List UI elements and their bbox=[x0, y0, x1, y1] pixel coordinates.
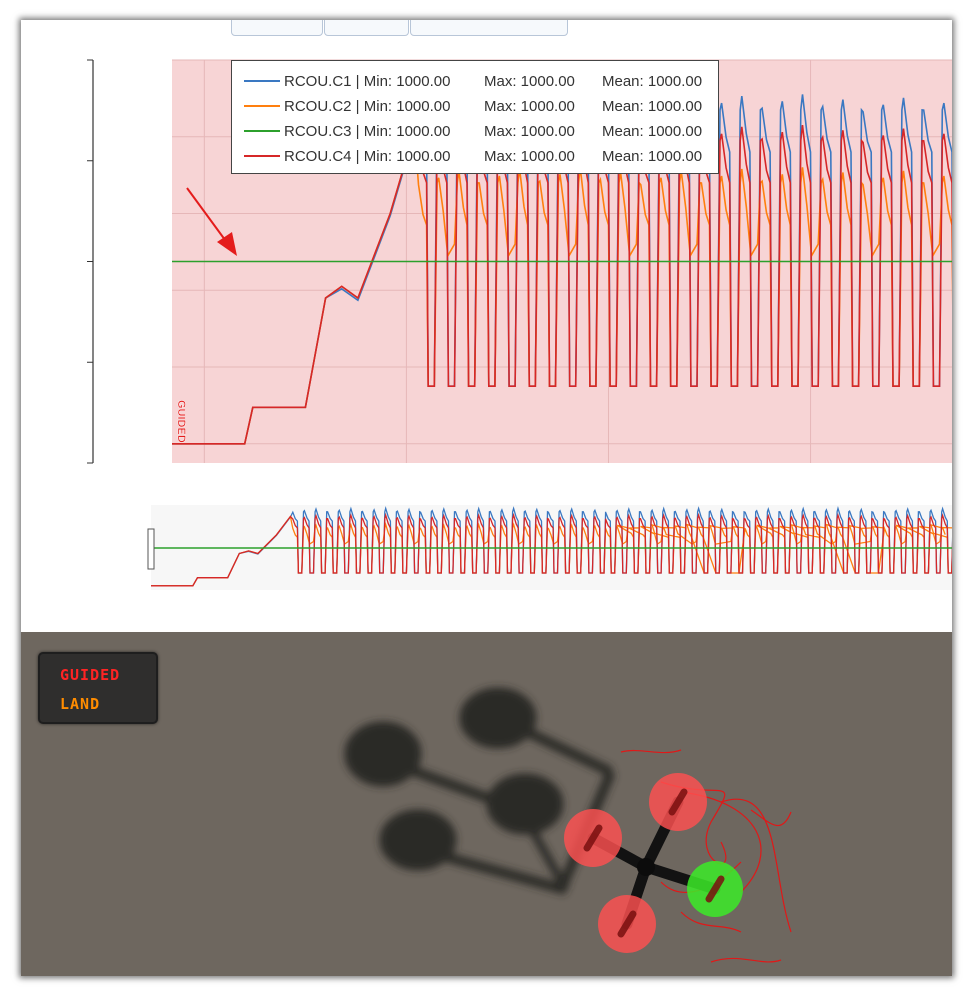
log-viewer-window: GUIDED RCOU.C1 | Min: 1000.00 Max: 1000.… bbox=[21, 20, 952, 976]
vehicle-shadow bbox=[344, 687, 616, 895]
trace-segment bbox=[620, 749, 682, 754]
range-series-line-c4 bbox=[151, 512, 952, 587]
legend-swatch-c2 bbox=[244, 105, 280, 107]
range-handle-left[interactable] bbox=[147, 528, 155, 570]
legend-item-c2[interactable]: RCOU.C2 | Min: 1000.00 Max: 1000.00 Mean… bbox=[232, 94, 718, 119]
legend-max: Max: 1000.00 bbox=[484, 98, 575, 115]
propeller-blade bbox=[705, 875, 725, 903]
trace-segment bbox=[750, 809, 792, 827]
legend-swatch-c1 bbox=[244, 80, 280, 82]
toolbar-tabs bbox=[21, 20, 952, 40]
vehicle-body bbox=[637, 858, 655, 876]
legend-max: Max: 1000.00 bbox=[484, 148, 575, 165]
vehicle-scene bbox=[344, 687, 792, 963]
legend-max: Max: 1000.00 bbox=[484, 123, 575, 140]
legend-swatch-c3 bbox=[244, 130, 280, 132]
legend-label: RCOU.C4 | Min: 1000.00 bbox=[284, 148, 451, 165]
mode-guided: GUIDED bbox=[60, 666, 121, 684]
trace-segment bbox=[680, 791, 762, 893]
legend-mean: Mean: 1000.00 bbox=[602, 148, 703, 165]
legend-mean: Mean: 1000.00 bbox=[602, 123, 703, 140]
legend-swatch-c4 bbox=[244, 155, 280, 157]
legend-label: RCOU.C2 | Min: 1000.00 bbox=[284, 98, 451, 115]
legend-mean: Mean: 1000.00 bbox=[602, 98, 703, 115]
chart-legend: RCOU.C1 | Min: 1000.00 Max: 1000.00 Mean… bbox=[231, 60, 719, 174]
legend-max: Max: 1000.00 bbox=[484, 73, 575, 90]
vehicle-model bbox=[564, 773, 743, 953]
annotation-arrow bbox=[186, 187, 237, 256]
legend-item-c4[interactable]: RCOU.C4 | Min: 1000.00 Max: 1000.00 Mean… bbox=[232, 144, 718, 169]
legend-label: RCOU.C3 | Min: 1000.00 bbox=[284, 123, 451, 140]
vehicle-3d-view[interactable]: GUIDED LAND bbox=[21, 632, 952, 976]
propeller-blade bbox=[668, 788, 688, 816]
toolbar-tab-1[interactable] bbox=[231, 20, 323, 36]
toolbar-tab-2[interactable] bbox=[324, 20, 409, 36]
legend-item-c1[interactable]: RCOU.C1 | Min: 1000.00 Max: 1000.00 Mean… bbox=[232, 69, 718, 94]
flight-mode-panel: GUIDED LAND bbox=[38, 652, 158, 724]
propeller-blade bbox=[617, 910, 637, 938]
legend-label: RCOU.C1 | Min: 1000.00 bbox=[284, 73, 451, 90]
trace-segment bbox=[720, 798, 792, 933]
propeller-blade bbox=[583, 824, 603, 852]
mode-land: LAND bbox=[60, 695, 101, 713]
mode-band-label: GUIDED bbox=[175, 400, 187, 443]
trace-segment bbox=[680, 911, 742, 933]
legend-item-c3[interactable]: RCOU.C3 | Min: 1000.00 Max: 1000.00 Mean… bbox=[232, 119, 718, 144]
toolbar-tab-3[interactable] bbox=[410, 20, 568, 36]
trace-segment bbox=[710, 957, 782, 963]
legend-mean: Mean: 1000.00 bbox=[602, 73, 703, 90]
